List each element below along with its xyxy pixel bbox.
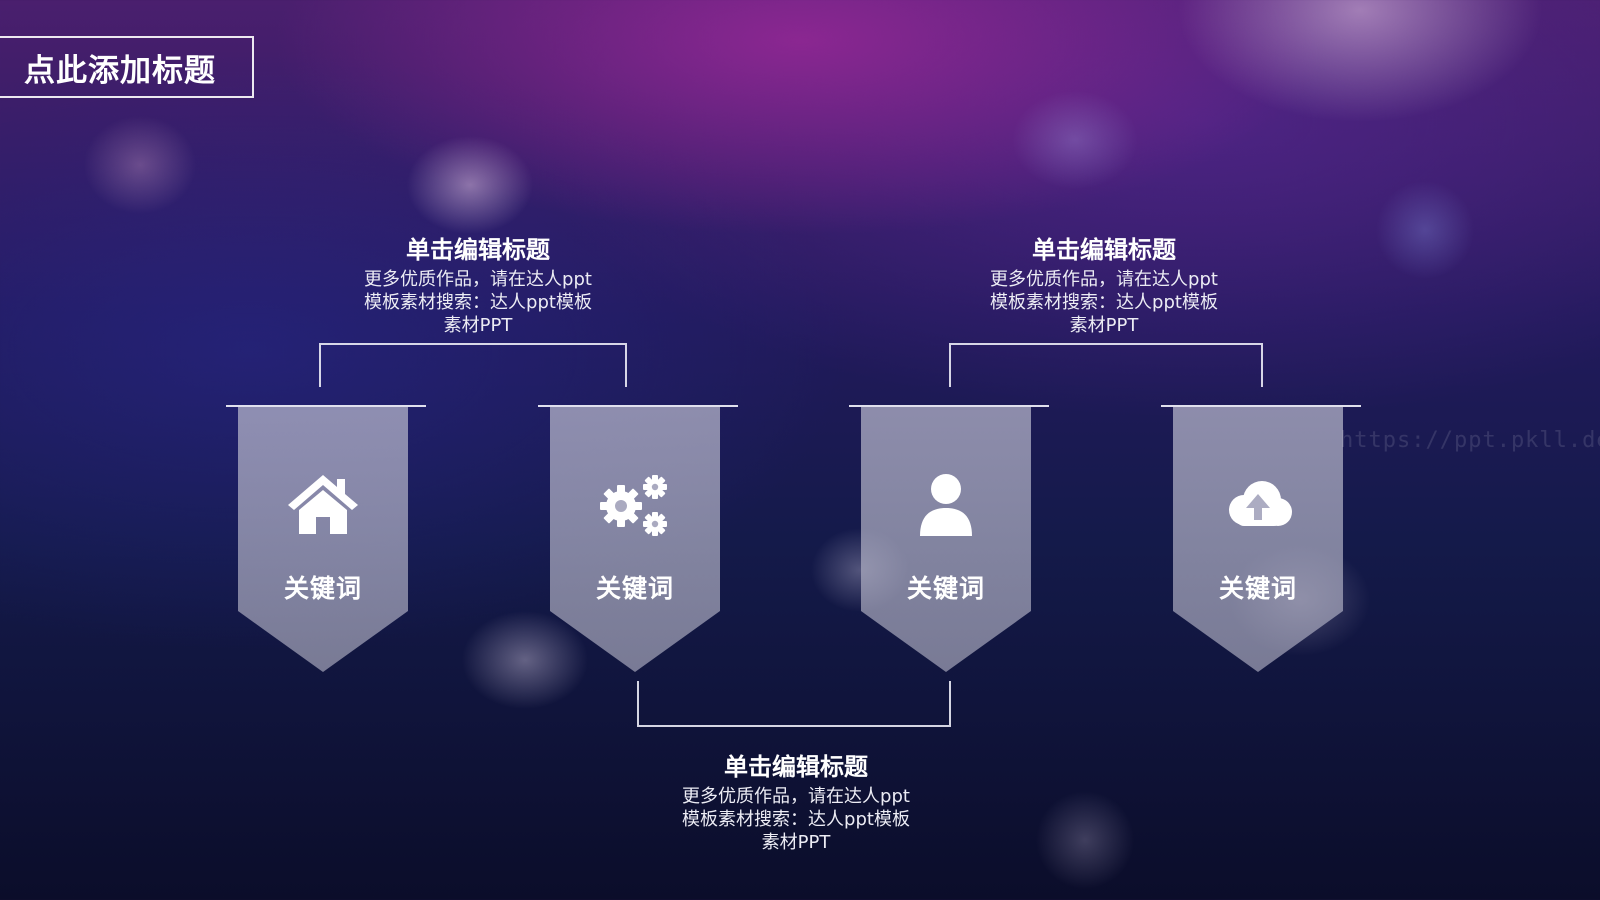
text-block-line: 更多优质作品，请在达人ppt <box>364 269 592 290</box>
text-block-1: 单击编辑标题 更多优质作品，请在达人ppt 模板素材搜索：达人ppt模板 素材P… <box>338 234 618 337</box>
banner-top-rule <box>226 405 426 407</box>
slide-title: 点此添加标题 <box>24 52 216 89</box>
keyword-banner-2: 关键词 <box>550 407 720 672</box>
connector-bracket <box>319 343 627 387</box>
text-block-line: 模板素材搜索：达人ppt模板 <box>990 292 1218 313</box>
keyword-banner-1: 关键词 <box>238 407 408 672</box>
text-block-title: 单击编辑标题 <box>406 236 550 264</box>
slide-title-box: 点此添加标题 <box>0 36 254 98</box>
gears-icon <box>600 475 667 536</box>
connector-bracket <box>637 681 951 727</box>
banner-label: 关键词 <box>906 574 985 603</box>
text-block-line: 素材PPT <box>761 832 831 853</box>
text-block-title: 单击编辑标题 <box>724 753 868 781</box>
banner-top-rule <box>538 405 738 407</box>
home-icon <box>288 475 358 534</box>
banner-label: 关键词 <box>1218 574 1297 603</box>
cloud-upload-icon <box>1229 481 1292 526</box>
keyword-banner-3: 关键词 <box>861 407 1031 672</box>
text-block-3: 单击编辑标题 更多优质作品，请在达人ppt 模板素材搜索：达人ppt模板 素材P… <box>656 751 936 854</box>
text-block-line: 模板素材搜索：达人ppt模板 <box>364 292 592 313</box>
text-block-line: 更多优质作品，请在达人ppt <box>682 786 910 807</box>
watermark-text: https://ppt.pkll.de <box>1340 428 1600 453</box>
keyword-banner-4: 关键词 <box>1173 407 1343 672</box>
text-block-line: 素材PPT <box>443 315 513 336</box>
text-block-line: 素材PPT <box>1069 315 1139 336</box>
banner-label: 关键词 <box>283 574 362 603</box>
text-block-title: 单击编辑标题 <box>1032 236 1176 264</box>
text-block-line: 模板素材搜索：达人ppt模板 <box>682 809 910 830</box>
text-block-line: 更多优质作品，请在达人ppt <box>990 269 1218 290</box>
banner-top-rule <box>849 405 1049 407</box>
text-block-2: 单击编辑标题 更多优质作品，请在达人ppt 模板素材搜索：达人ppt模板 素材P… <box>964 234 1244 337</box>
connector-bracket <box>949 343 1263 387</box>
user-icon <box>920 474 972 536</box>
banner-label: 关键词 <box>595 574 674 603</box>
banner-top-rule <box>1161 405 1361 407</box>
